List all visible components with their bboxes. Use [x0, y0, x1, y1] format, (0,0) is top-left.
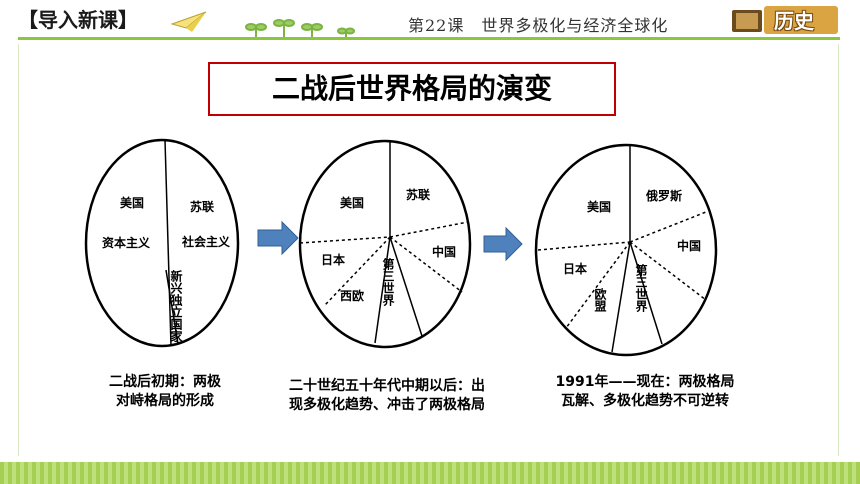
label-usa-3: 美国 — [587, 199, 611, 214]
label-third-world-3: 第三世界 — [634, 263, 648, 313]
label-usa-2: 美国 — [340, 195, 364, 210]
caption-1991-line2: 瓦解、多极化趋势不可逆转 — [561, 393, 729, 409]
arrow-right-icon — [257, 220, 299, 256]
title-box: 二战后世界格局的演变 — [208, 62, 616, 116]
history-book-logo-icon — [732, 6, 838, 34]
caption-1950s-line2: 现多极化趋势、冲击了两极格局 — [289, 397, 485, 413]
header-bar: 【导入新课】 第22课 世界多极化与经济全球化 历史 — [0, 0, 860, 44]
lesson-title: 第22课 世界多极化与经济全球化 — [408, 16, 669, 35]
label-china-2: 中国 — [432, 244, 456, 259]
pattern-1950-ellipse: 美国 资本主义 苏联 社会主义 新兴独立国家 — [84, 138, 240, 348]
caption-1950: 二战后初期：两极 对峙格局的形成 — [70, 373, 260, 411]
label-russia: 俄罗斯 — [645, 188, 682, 203]
caption-1950-line2: 对峙格局的形成 — [116, 393, 214, 409]
label-new-nations: 新兴独立国家 — [169, 269, 183, 343]
arrow-right-icon — [483, 226, 523, 262]
right-border — [838, 44, 839, 456]
caption-1991: 1991年——现在：两极格局 瓦解、多极化趋势不可逆转 — [530, 373, 760, 411]
label-capitalism: 资本主义 — [102, 235, 151, 250]
label-ussr-2: 苏联 — [406, 187, 430, 202]
sprout-decoration-icon — [170, 11, 355, 40]
section-tag: 【导入新课】 — [18, 8, 138, 32]
label-western-europe: 西欧 — [340, 288, 364, 303]
label-socialism: 社会主义 — [181, 234, 231, 249]
brand-label: 历史 — [774, 9, 814, 33]
label-eu: 欧盟 — [593, 287, 607, 313]
label-japan-2: 日本 — [321, 252, 345, 267]
caption-1950s-line1: 二十世纪五十年代中期以后：出 — [289, 378, 485, 394]
label-china-3: 中国 — [677, 238, 701, 253]
label-ussr-1: 苏联 — [190, 199, 214, 214]
pattern-1950s-ellipse: 美国 苏联 中国 日本 西欧 第三世界 — [298, 139, 472, 349]
footer-band — [0, 462, 860, 484]
caption-1950-line1: 二战后初期：两极 — [109, 374, 221, 390]
label-japan-3: 日本 — [563, 261, 587, 276]
caption-1991-line1: 1991年——现在：两极格局 — [555, 374, 735, 390]
label-usa-1: 美国 — [120, 195, 144, 210]
caption-1950s: 二十世纪五十年代中期以后：出 现多极化趋势、冲击了两极格局 — [262, 377, 512, 415]
left-border — [18, 44, 19, 456]
label-third-world-2: 第三世界 — [381, 257, 395, 307]
page-title: 二战后世界格局的演变 — [271, 72, 552, 105]
header-divider — [18, 37, 840, 40]
pattern-1991-ellipse: 美国 俄罗斯 中国 日本 欧盟 第三世界 — [534, 143, 718, 357]
